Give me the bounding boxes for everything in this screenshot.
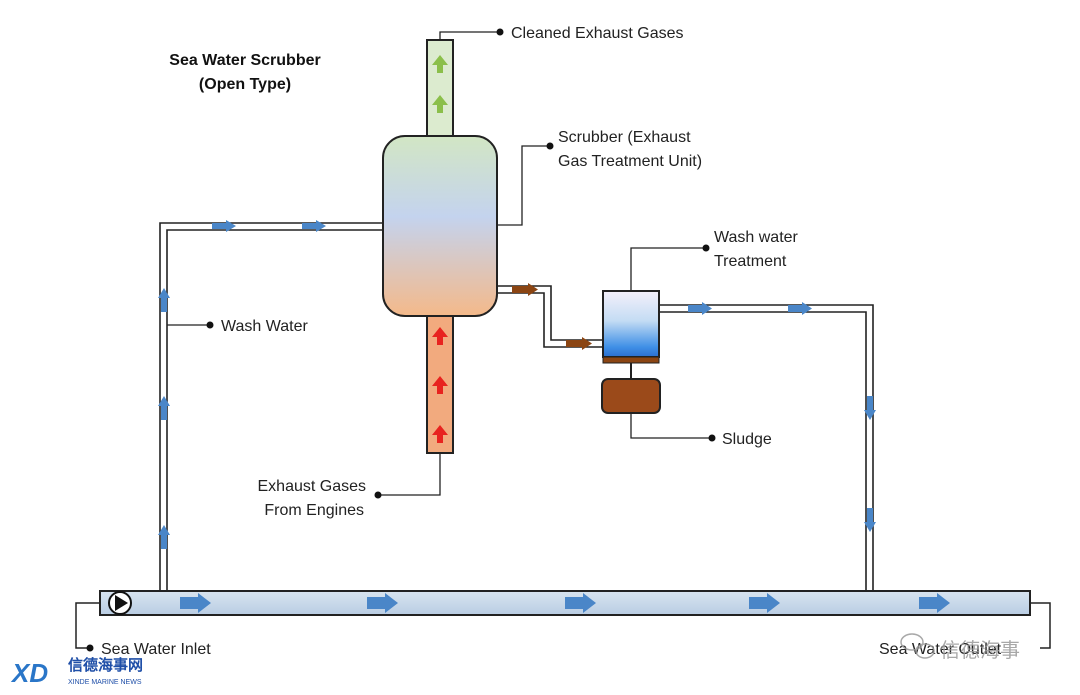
label-scrubber-line2: Gas Treatment Unit): [558, 153, 702, 170]
leader-dots: [86, 28, 716, 652]
leader-lines: [167, 31, 712, 496]
flow-arrow: [180, 593, 211, 613]
clean-exhaust-arrow: [432, 95, 448, 113]
wash-water-flow-arrows: [158, 220, 326, 549]
logo-cn-name: 信德海事网: [68, 656, 143, 674]
label-wash-water-treatment-line1: Wash water: [714, 229, 799, 246]
hot-exhaust-arrow: [432, 327, 448, 345]
flow-arrow: [367, 593, 398, 613]
discharge-pipe: [497, 285, 603, 348]
wechat-icon: [900, 633, 935, 659]
flow-arrow: [864, 396, 876, 420]
flow-arrow: [512, 283, 538, 296]
outlet-flow-arrows: [688, 302, 876, 532]
label-exhaust-from-engines-line2: From Engines: [264, 502, 364, 519]
hot-exhaust-arrow: [432, 425, 448, 443]
flow-arrow: [749, 593, 780, 613]
pump-icon: [108, 591, 132, 615]
diagram-title-line2: (Open Type): [199, 76, 291, 93]
wash-water-supply-pipe: [159, 222, 384, 591]
flow-arrow: [919, 593, 950, 613]
exhaust-inlet-stack: [426, 312, 454, 454]
label-cleaned-exhaust: Cleaned Exhaust Gases: [511, 25, 684, 42]
clean-exhaust-arrow: [432, 55, 448, 73]
hot-exhaust-arrow: [432, 376, 448, 394]
logo-en-name: XINDE MARINE NEWS: [68, 679, 142, 686]
label-sea-water-inlet: Sea Water Inlet: [101, 641, 211, 658]
label-wash-water-treatment-line2: Treatment: [714, 253, 787, 270]
wechat-watermark: 信德海事: [900, 633, 1020, 662]
label-scrubber-line1: Scrubber (Exhaust: [558, 129, 691, 146]
diagram-title-line1: Sea Water Scrubber: [169, 52, 320, 69]
discharge-flow-arrows: [512, 283, 592, 350]
wash-water-treatment-unit: [602, 290, 660, 379]
flow-arrow: [565, 593, 596, 613]
xinde-logo: XD 信德海事网 XINDE MARINE NEWS: [10, 656, 143, 688]
label-wash-water: Wash Water: [221, 318, 309, 335]
flow-arrow: [158, 288, 170, 312]
flow-arrow: [302, 220, 326, 232]
flow-arrow: [788, 302, 812, 315]
label-sea-water-outlet: Sea Water Outlet: [879, 641, 1002, 658]
sludge-tank: [601, 378, 661, 414]
flow-arrow: [688, 302, 712, 315]
wash-water-outlet-pipe: [659, 304, 874, 591]
flow-arrow: [158, 396, 170, 420]
flow-arrow: [864, 508, 876, 532]
clean-exhaust-stack: [426, 39, 454, 141]
main-pipe-flow-arrows: [180, 593, 950, 613]
label-sludge: Sludge: [722, 431, 772, 448]
scrubber-tower: [382, 135, 498, 317]
flow-arrow: [158, 525, 170, 549]
flow-arrow: [212, 220, 236, 232]
flow-arrow: [566, 337, 592, 350]
logo-mark: XD: [10, 658, 48, 688]
wechat-tag: 信德海事: [940, 638, 1020, 662]
label-exhaust-from-engines-line1: Exhaust Gases: [258, 478, 367, 495]
main-sea-water-pipe: [75, 590, 1051, 649]
